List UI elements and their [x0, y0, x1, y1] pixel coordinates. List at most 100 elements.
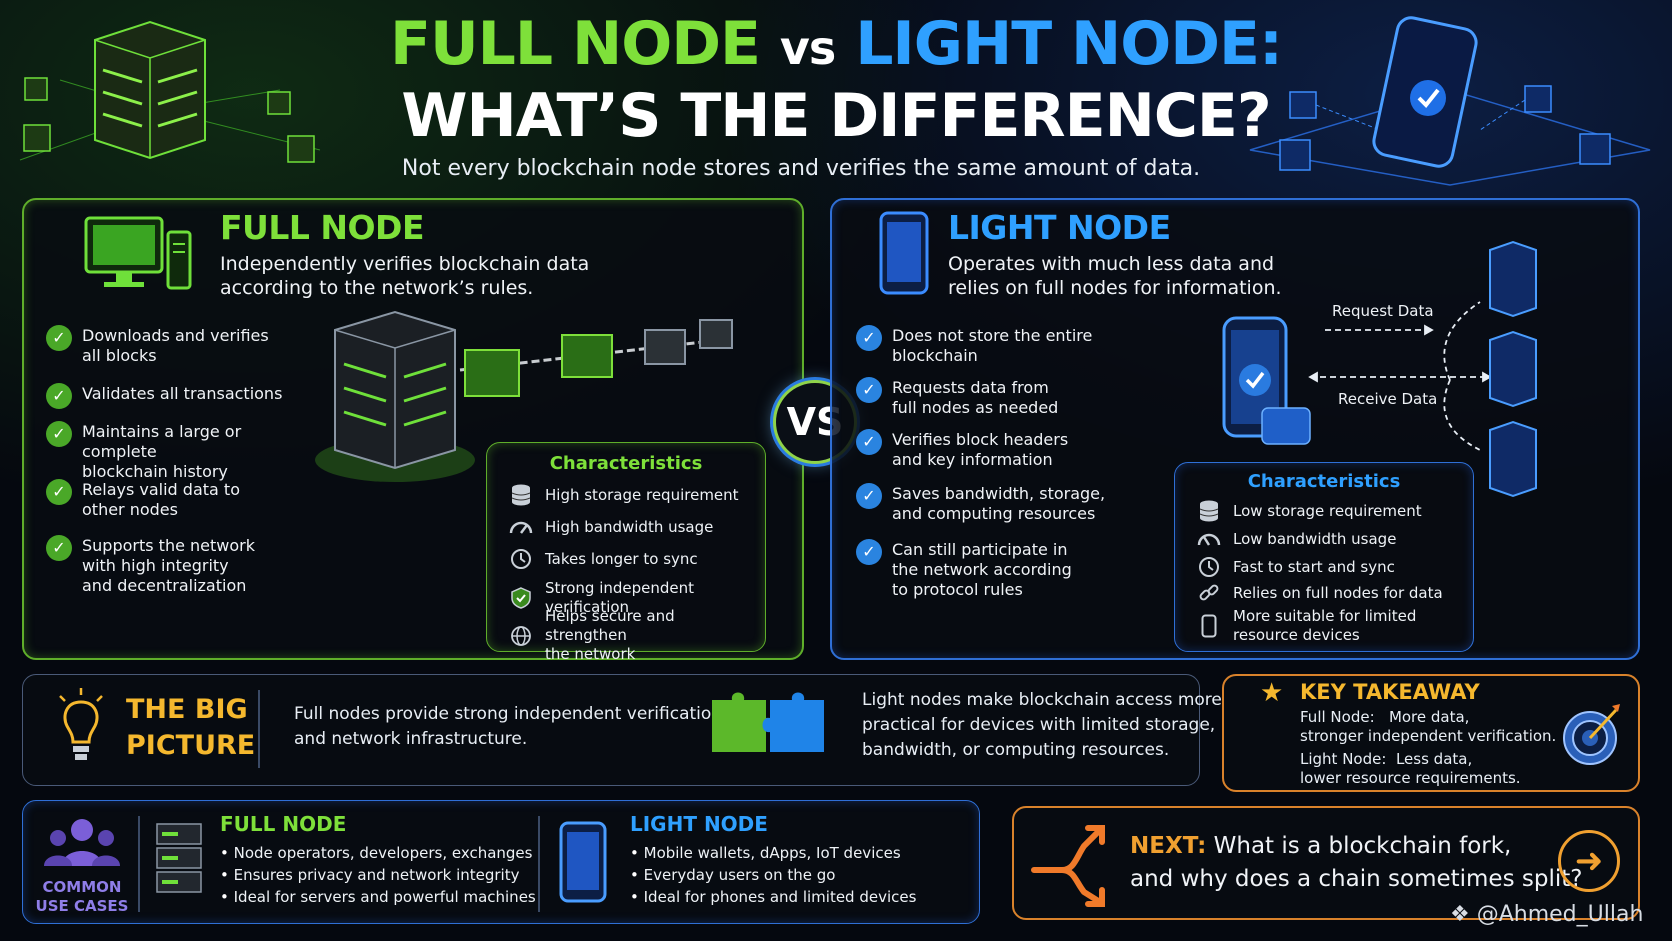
- smartphone-icon: [879, 211, 929, 295]
- check-icon: ✓: [46, 383, 72, 409]
- characteristic-item: Low storage requirement: [1197, 499, 1422, 523]
- check-icon: ✓: [856, 377, 882, 403]
- desktop-computer-icon: [84, 216, 192, 290]
- receive-data-label: Receive Data: [1338, 390, 1438, 408]
- globe-icon: [509, 624, 533, 648]
- full-node-heading: FULL NODE: [220, 208, 425, 247]
- phone-icon: [1197, 614, 1221, 638]
- light-node-feature: ✓Saves bandwidth, storage,and computing …: [856, 483, 1105, 524]
- divider: [258, 690, 260, 768]
- mobile-phone-icon: [559, 821, 607, 903]
- check-icon: ✓: [856, 325, 882, 351]
- list-item: Ensures privacy and network integrity: [220, 864, 536, 886]
- blockchain-illustration: [315, 310, 733, 482]
- big-picture-full-text: Full nodes provide strong independent ve…: [294, 704, 723, 749]
- light-node-heading: LIGHT NODE: [948, 208, 1171, 247]
- use-cases-full-list: Node operators, developers, exchanges En…: [220, 842, 536, 908]
- light-node-desc-line2: relies on full nodes for information.: [948, 277, 1282, 299]
- full-node-description: Independently verifies blockchain data a…: [220, 252, 589, 300]
- puzzle-icon: [712, 692, 824, 752]
- list-item: Ideal for phones and limited devices: [630, 886, 917, 908]
- title-vs: vs: [779, 21, 836, 75]
- next-text: NEXT: What is a blockchain fork, and why…: [1130, 833, 1583, 892]
- gauge-icon: [1197, 527, 1221, 551]
- check-icon: ✓: [46, 479, 72, 505]
- list-item: Ideal for servers and powerful machines: [220, 886, 536, 908]
- list-item: Node operators, developers, exchanges: [220, 842, 536, 864]
- subtitle: Not every blockchain node stores and ver…: [401, 156, 1201, 181]
- server-rack-icon: [156, 823, 202, 893]
- data-flow-illustration: [1222, 240, 1537, 498]
- light-node-desc-line1: Operates with much less data and: [948, 253, 1275, 275]
- full-node-characteristics: Characteristics High storage requirement…: [486, 442, 766, 663]
- clock-icon: [509, 547, 533, 571]
- server-illustration: [19, 20, 321, 163]
- phone-illustration: [1249, 16, 1651, 186]
- fork-icon: [1031, 825, 1105, 907]
- characteristics-title: Characteristics: [1247, 471, 1401, 492]
- request-data-label: Request Data: [1332, 302, 1434, 320]
- title-line2: WHAT’S THE DIFFERENCE?: [401, 81, 1271, 151]
- use-cases-light-heading: LIGHT NODE: [630, 812, 768, 836]
- check-icon: ✓: [856, 429, 882, 455]
- use-cases-full-heading: FULL NODE: [220, 812, 347, 836]
- light-node-characteristics: Characteristics Low storage requirement …: [1174, 462, 1474, 652]
- page-title: FULL NODE vs LIGHT NODE: WHAT’S THE DIFF…: [0, 10, 1672, 150]
- users-group-icon: [44, 819, 120, 866]
- check-icon: ✓: [46, 325, 72, 351]
- database-icon: [509, 483, 533, 507]
- characteristic-item: Low bandwidth usage: [1197, 527, 1396, 551]
- list-item: Everyday users on the go: [630, 864, 916, 886]
- star-icon: ★: [1260, 678, 1284, 708]
- list-item: Mobile wallets, dApps, IoT devices: [630, 842, 916, 864]
- next-panel[interactable]: [1012, 806, 1640, 920]
- watermark: ❖ @Ahmed_Ullah: [1450, 902, 1644, 927]
- use-cases-light-list: Mobile wallets, dApps, IoT devices Every…: [630, 842, 917, 908]
- full-node-desc-line1: Independently verifies blockchain data: [220, 253, 590, 275]
- characteristics-title: Characteristics: [549, 453, 703, 474]
- title-light-node: LIGHT NODE:: [855, 9, 1283, 79]
- divider: [538, 816, 540, 912]
- next-label: NEXT:: [1130, 833, 1207, 859]
- characteristic-item: Fast to start and sync: [1197, 555, 1395, 579]
- key-takeaway-text: Full Node: More data, stronger independe…: [1300, 708, 1557, 787]
- check-icon: ✓: [856, 483, 882, 509]
- shield-icon: [509, 586, 533, 610]
- check-icon: ✓: [46, 535, 72, 561]
- characteristic-item: Strong independent verification: [509, 579, 759, 617]
- title-full-node: FULL NODE: [389, 9, 761, 79]
- big-picture-panel: [22, 674, 1200, 786]
- lightbulb-icon: [59, 688, 103, 760]
- full-node-desc-line2: according to the network’s rules.: [220, 277, 534, 299]
- check-icon: ✓: [46, 421, 72, 447]
- target-icon: [1563, 704, 1620, 765]
- light-node-description: Operates with much less data and relies …: [948, 252, 1282, 300]
- link-icon: [1197, 581, 1221, 605]
- full-node-feature: ✓Validates all transactions: [46, 383, 282, 409]
- check-icon: ✓: [856, 539, 882, 565]
- database-icon: [1197, 499, 1221, 523]
- characteristic-item: High storage requirement: [509, 483, 739, 507]
- key-takeaway-heading: KEY TAKEAWAY: [1300, 680, 1480, 704]
- characteristic-item: Relies on full nodes for data: [1197, 581, 1443, 605]
- gauge-icon: [509, 515, 533, 539]
- divider: [138, 816, 140, 912]
- arrow-right-icon[interactable]: ➜: [1558, 830, 1620, 892]
- clock-icon: [1197, 555, 1221, 579]
- diamond-icon: ❖: [1450, 902, 1477, 927]
- characteristic-item: High bandwidth usage: [509, 515, 713, 539]
- characteristic-item: Takes longer to sync: [509, 547, 698, 571]
